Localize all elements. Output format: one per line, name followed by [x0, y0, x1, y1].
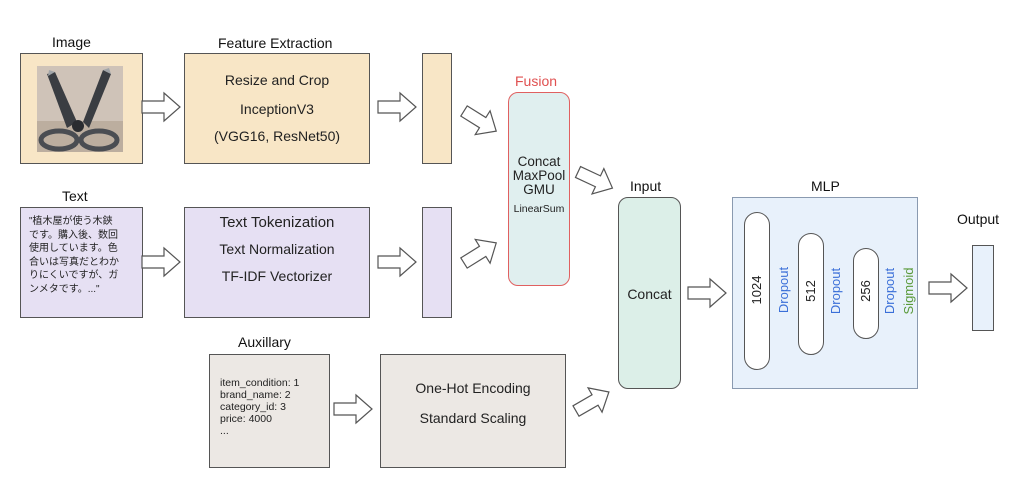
text-step-tfidf: TF-IDF Vectorizer: [221, 268, 333, 284]
arrow-processing-to-vector: [377, 247, 417, 277]
image-feature-vector: [422, 53, 452, 164]
fusion-box: [508, 92, 570, 286]
auxillary-label: Auxillary: [238, 334, 291, 350]
arrow-text-vector-to-fusion: [455, 230, 505, 276]
fusion-method-maxpool: MaxPool: [512, 168, 566, 183]
text-step-tokenization: Text Tokenization: [219, 214, 335, 231]
feature-extraction-box: [184, 53, 370, 164]
text-label: Text: [62, 188, 88, 204]
arrow-aux-to-processing: [333, 394, 373, 424]
fusion-method-gmu: GMU: [523, 182, 555, 197]
arrow-text-to-processing: [141, 247, 181, 277]
text-sample-line: "植木屋が使う木鋏: [29, 216, 113, 227]
image-label: Image: [52, 34, 91, 50]
fusion-method-concat: Concat: [517, 154, 561, 169]
aux-processing-box: [380, 354, 566, 468]
text-sample-line: ンメタです。...": [29, 283, 100, 295]
feature-step-inception: InceptionV3: [240, 101, 314, 117]
arrow-mlp-to-output: [928, 273, 968, 303]
aux-field: price: 4000: [220, 413, 272, 425]
text-sample-line: です。購入後、数回: [29, 229, 118, 241]
input-label: Input: [630, 178, 662, 194]
aux-field: category_id: 3: [220, 401, 286, 413]
input-concat-text: Concat: [627, 286, 672, 302]
arrow-image-vector-to-fusion: [455, 98, 505, 144]
aux-field: item_condition: 1: [220, 377, 300, 389]
aux-step-onehot: One-Hot Encoding: [415, 380, 531, 396]
fusion-method-linearsum: LinearSum: [513, 203, 565, 215]
arrow-input-to-mlp: [687, 278, 727, 308]
text-sample-box: "植木屋が使う木鋏 です。購入後、数回 使用しています。色 合いは写真だとわか …: [20, 207, 143, 318]
pruning-shears-photo: [37, 66, 123, 152]
text-feature-vector: [422, 207, 452, 318]
text-processing-box: [184, 207, 370, 318]
fusion-label: Fusion: [515, 73, 558, 89]
aux-step-scaling: Standard Scaling: [419, 410, 527, 426]
feature-extraction-label: Feature Extraction: [218, 35, 333, 51]
text-sample-line: 使用しています。色: [29, 243, 118, 254]
arrow-fusion-to-input: [571, 158, 619, 202]
input-concat-box: [618, 197, 681, 389]
aux-field: brand_name: 2: [220, 389, 291, 401]
mlp-layer-256: [853, 248, 879, 339]
output-label: Output: [957, 211, 1000, 227]
output-vector: [972, 245, 994, 331]
feature-step-resize: Resize and Crop: [224, 72, 330, 88]
mlp-layer-512: [798, 233, 824, 355]
text-sample-line: 合いは写真だとわか: [29, 256, 119, 268]
text-step-normalization: Text Normalization: [219, 241, 335, 257]
arrow-aux-processing-to-input: [568, 379, 617, 424]
feature-step-alternatives: (VGG16, ResNet50): [213, 128, 341, 144]
aux-field: ...: [220, 425, 229, 437]
arrow-image-to-feature: [141, 92, 181, 122]
auxillary-fields-box: item_condition: 1 brand_name: 2 category…: [209, 354, 330, 468]
text-sample-line: りにくいですが、ガ: [29, 270, 119, 281]
mlp-label: MLP: [811, 178, 840, 194]
arrow-feature-to-vector: [377, 92, 417, 122]
mlp-layer-1024: [744, 212, 770, 370]
